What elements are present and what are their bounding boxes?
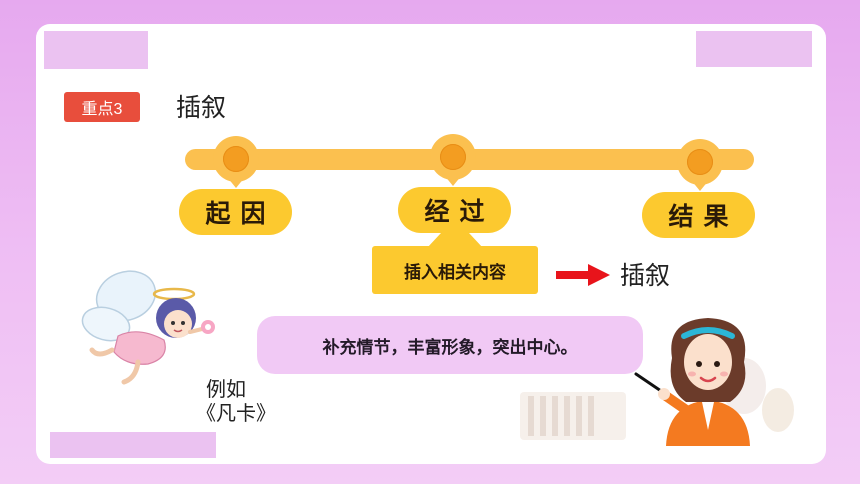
topic-title: 插叙 xyxy=(176,94,227,122)
stage-result: 结果 xyxy=(642,192,755,238)
decor-bottom-left xyxy=(50,432,216,458)
example-line-1: 例如 xyxy=(206,379,246,401)
fairy-illustration xyxy=(81,270,215,385)
map-pin-icon xyxy=(213,136,259,188)
map-pin-icon xyxy=(677,139,723,191)
map-pin-icon xyxy=(430,134,476,186)
summary-box: 补充情节，丰富形象，突出中心。 xyxy=(257,316,643,374)
example-text: 例如 《凡卡》 xyxy=(196,378,276,426)
arrow-right-icon xyxy=(556,264,610,286)
insert-pointer xyxy=(427,218,483,248)
decor-top-right xyxy=(696,31,812,67)
result-label: 插叙 xyxy=(620,262,671,290)
insert-content-box: 插入相关内容 xyxy=(372,246,538,294)
key-point-badge: 重点3 xyxy=(64,92,140,122)
example-line-2: 《凡卡》 xyxy=(196,403,276,425)
stage-cause: 起因 xyxy=(179,189,292,235)
decor-top-left xyxy=(44,31,148,69)
teacher-illustration xyxy=(520,318,794,446)
